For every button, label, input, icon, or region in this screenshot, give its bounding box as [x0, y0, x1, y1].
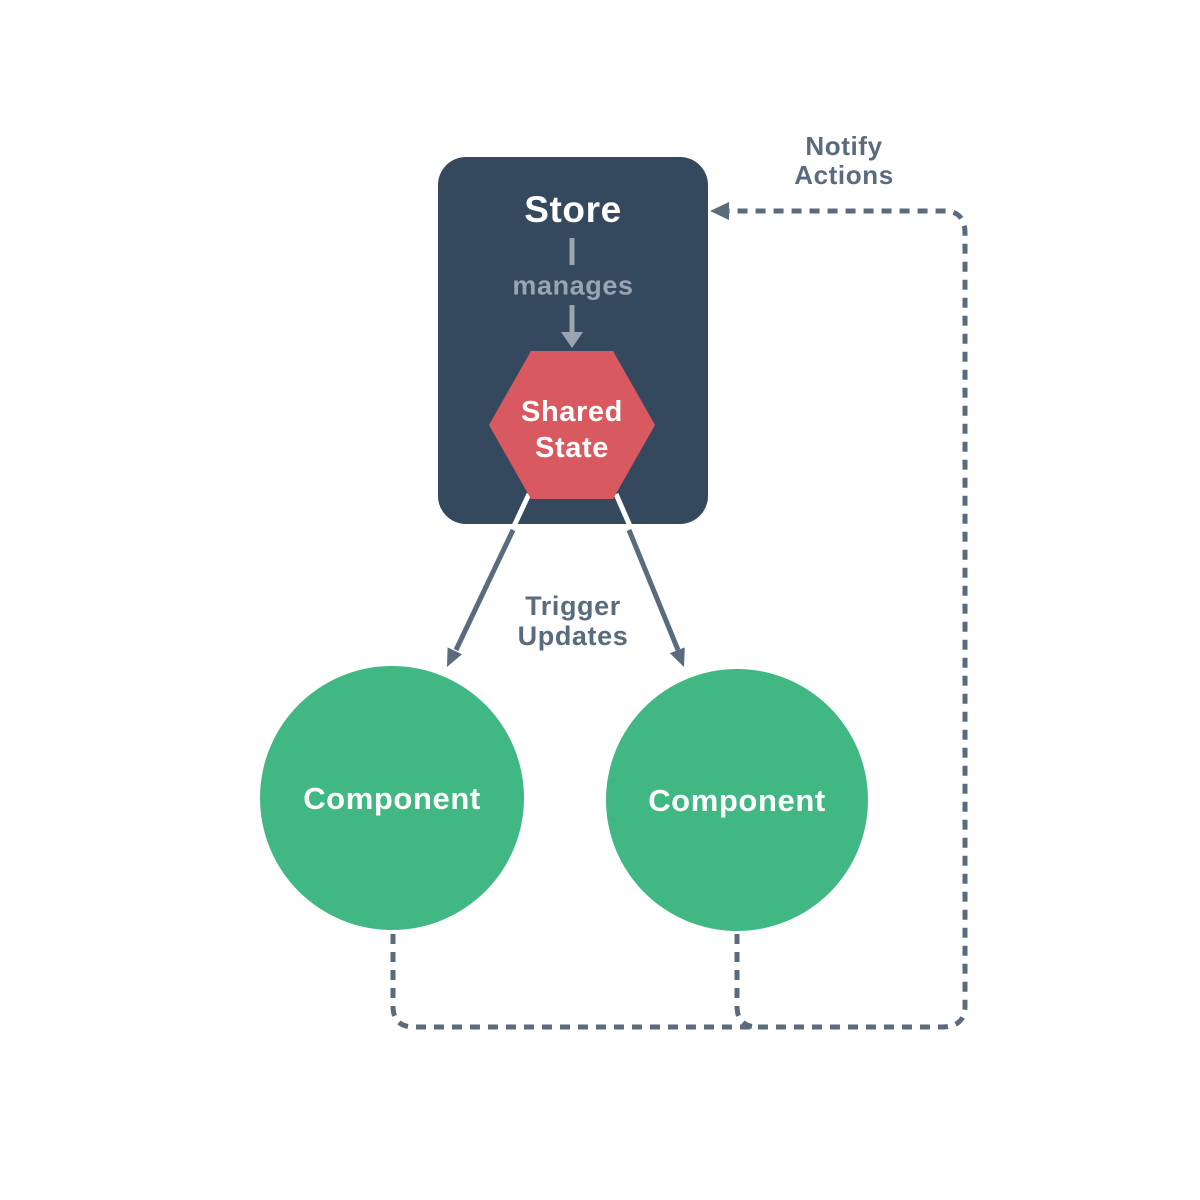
trigger-line-right-inner	[613, 492, 633, 528]
notify-actions-branch-right	[734, 934, 759, 1030]
notify-actions-arrowhead	[710, 202, 729, 220]
shared-state-label: Shared State	[521, 394, 623, 466]
trigger-updates-line1: Trigger	[525, 591, 621, 621]
component-left-label: Component	[303, 781, 481, 816]
notify-actions-line2: Actions	[794, 160, 894, 190]
trigger-updates-label: Trigger Updates	[518, 591, 629, 651]
trigger-arrow-left-head	[447, 647, 462, 667]
store-label: Store	[524, 189, 622, 230]
notify-actions-label: Notify Actions	[794, 132, 894, 190]
manages-label: manages	[512, 270, 634, 301]
component-circle-left	[260, 666, 524, 930]
trigger-arrow-left-shaft	[453, 528, 516, 652]
trigger-arrow-right-shaft	[626, 529, 681, 651]
shared-state-hexagon	[489, 351, 655, 499]
shared-state-line2: State	[535, 432, 609, 464]
shared-state-line1: Shared	[521, 396, 623, 428]
trigger-updates-line2: Updates	[517, 621, 629, 651]
trigger-line-left-inner	[511, 492, 532, 528]
manages-arrowhead	[561, 332, 583, 348]
trigger-arrow-right-head	[669, 647, 685, 667]
component-circle-right	[606, 669, 868, 931]
notify-actions-line1: Notify	[805, 131, 883, 161]
component-right-label: Component	[648, 783, 826, 818]
notify-actions-feedback-path	[390, 208, 968, 1030]
